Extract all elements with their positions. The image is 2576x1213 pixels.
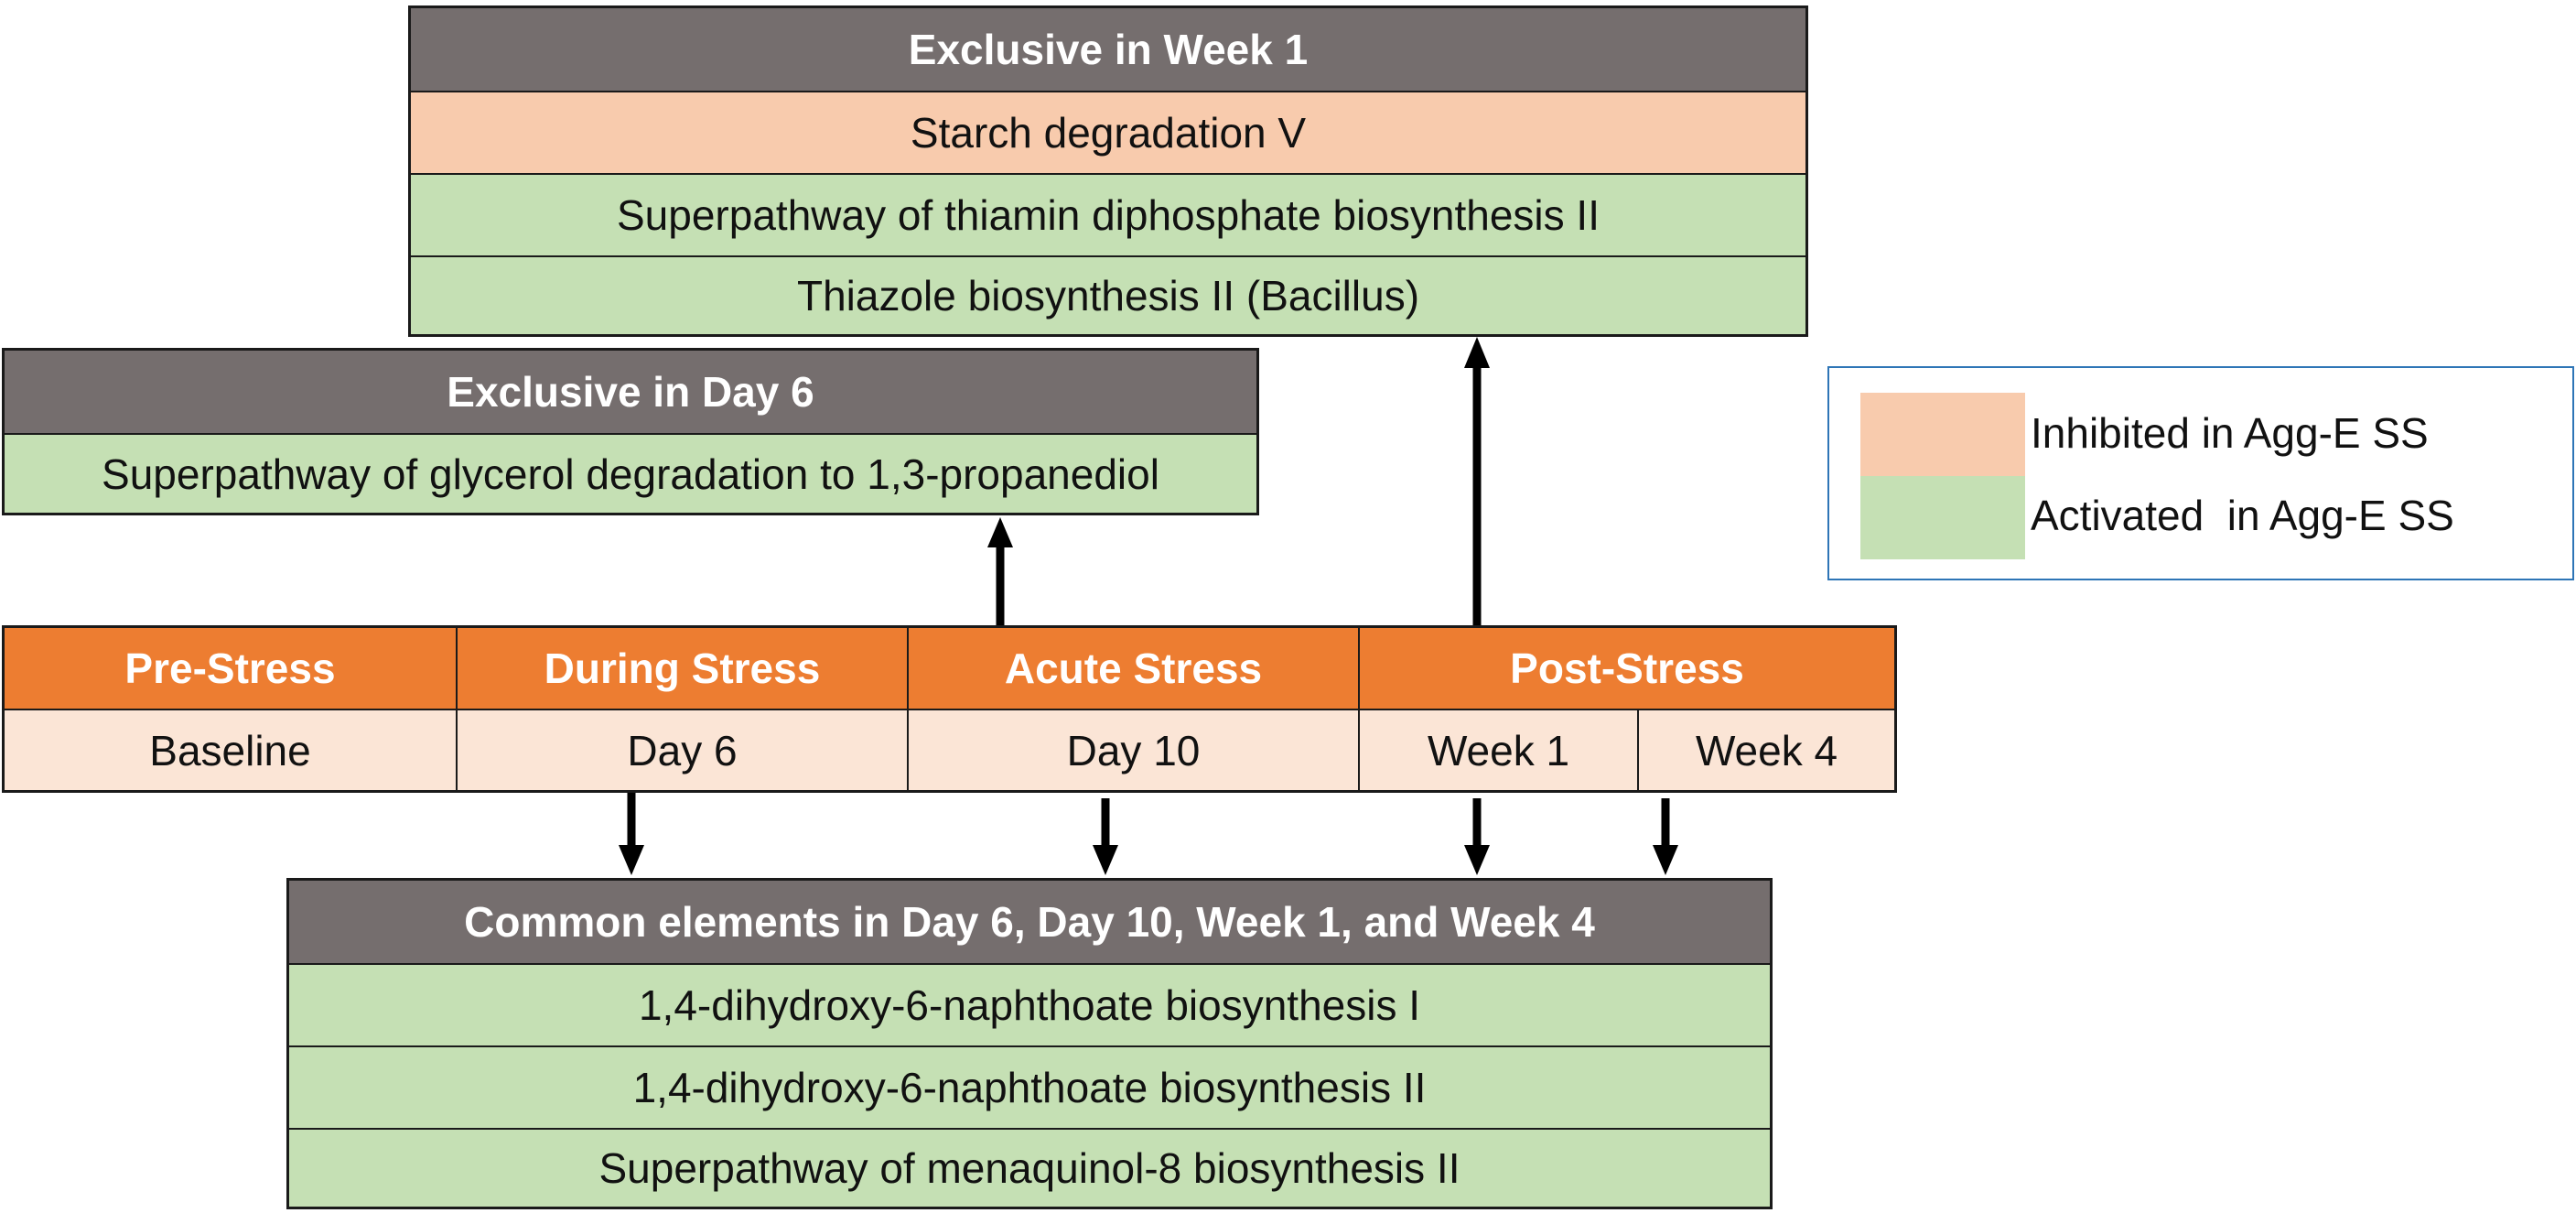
timeline-table: Pre-Stress During Stress Acute Stress Po… [2, 625, 1897, 793]
phase-acute-stress: Acute Stress [907, 628, 1358, 710]
legend-swatch-inhibited [1860, 393, 2025, 476]
common-item-naphthoate-ii: 1,4-dihydroxy-6-naphthoate biosynthesis … [289, 1045, 1770, 1128]
timepoint-baseline: Baseline [5, 710, 456, 790]
common-item-naphthoate-i: 1,4-dihydroxy-6-naphthoate biosynthesis … [289, 963, 1770, 1045]
arrow-head-week4-common [1653, 845, 1678, 875]
legend-label-activated: Activated in Agg-E SS [2031, 492, 2454, 539]
day6-item-glycerol-degradation: Superpathway of glycerol degradation to … [5, 433, 1256, 513]
arrow-head-day6 [987, 517, 1013, 547]
arrow-head-week1-common [1464, 845, 1490, 875]
legend-swatch-activated [1860, 476, 2025, 559]
timepoint-week-4: Week 4 [1637, 710, 1894, 790]
week1-header: Exclusive in Week 1 [411, 8, 1805, 91]
arrow-head-week1 [1464, 337, 1490, 368]
common-header: Common elements in Day 6, Day 10, Week 1… [289, 881, 1770, 963]
week1-item-thiamin-diphosphate: Superpathway of thiamin diphosphate bios… [411, 173, 1805, 255]
phase-pre-stress: Pre-Stress [5, 628, 456, 710]
week1-exclusive-box: Exclusive in Week 1 Starch degradation V… [408, 5, 1808, 337]
timepoint-day-10: Day 10 [907, 710, 1358, 790]
legend-label-inhibited: Inhibited in Agg-E SS [2031, 409, 2429, 457]
week1-item-thiazole: Thiazole biosynthesis II (Bacillus) [411, 255, 1805, 334]
common-item-menaquinol: Superpathway of menaquinol-8 biosynthesi… [289, 1128, 1770, 1207]
common-elements-box: Common elements in Day 6, Day 10, Week 1… [286, 878, 1773, 1209]
day6-exclusive-box: Exclusive in Day 6 Superpathway of glyce… [2, 348, 1259, 515]
phase-during-stress: During Stress [456, 628, 907, 710]
phase-post-stress: Post-Stress [1358, 628, 1894, 710]
arrow-head-day6-common [619, 845, 644, 875]
day6-header: Exclusive in Day 6 [5, 351, 1256, 433]
timepoint-week-1: Week 1 [1358, 710, 1637, 790]
week1-item-starch-degradation: Starch degradation V [411, 91, 1805, 173]
arrow-head-day10-common [1093, 845, 1118, 875]
timepoint-day-6: Day 6 [456, 710, 907, 790]
legend: Inhibited in Agg-E SS Activated in Agg-E… [1827, 366, 2574, 580]
